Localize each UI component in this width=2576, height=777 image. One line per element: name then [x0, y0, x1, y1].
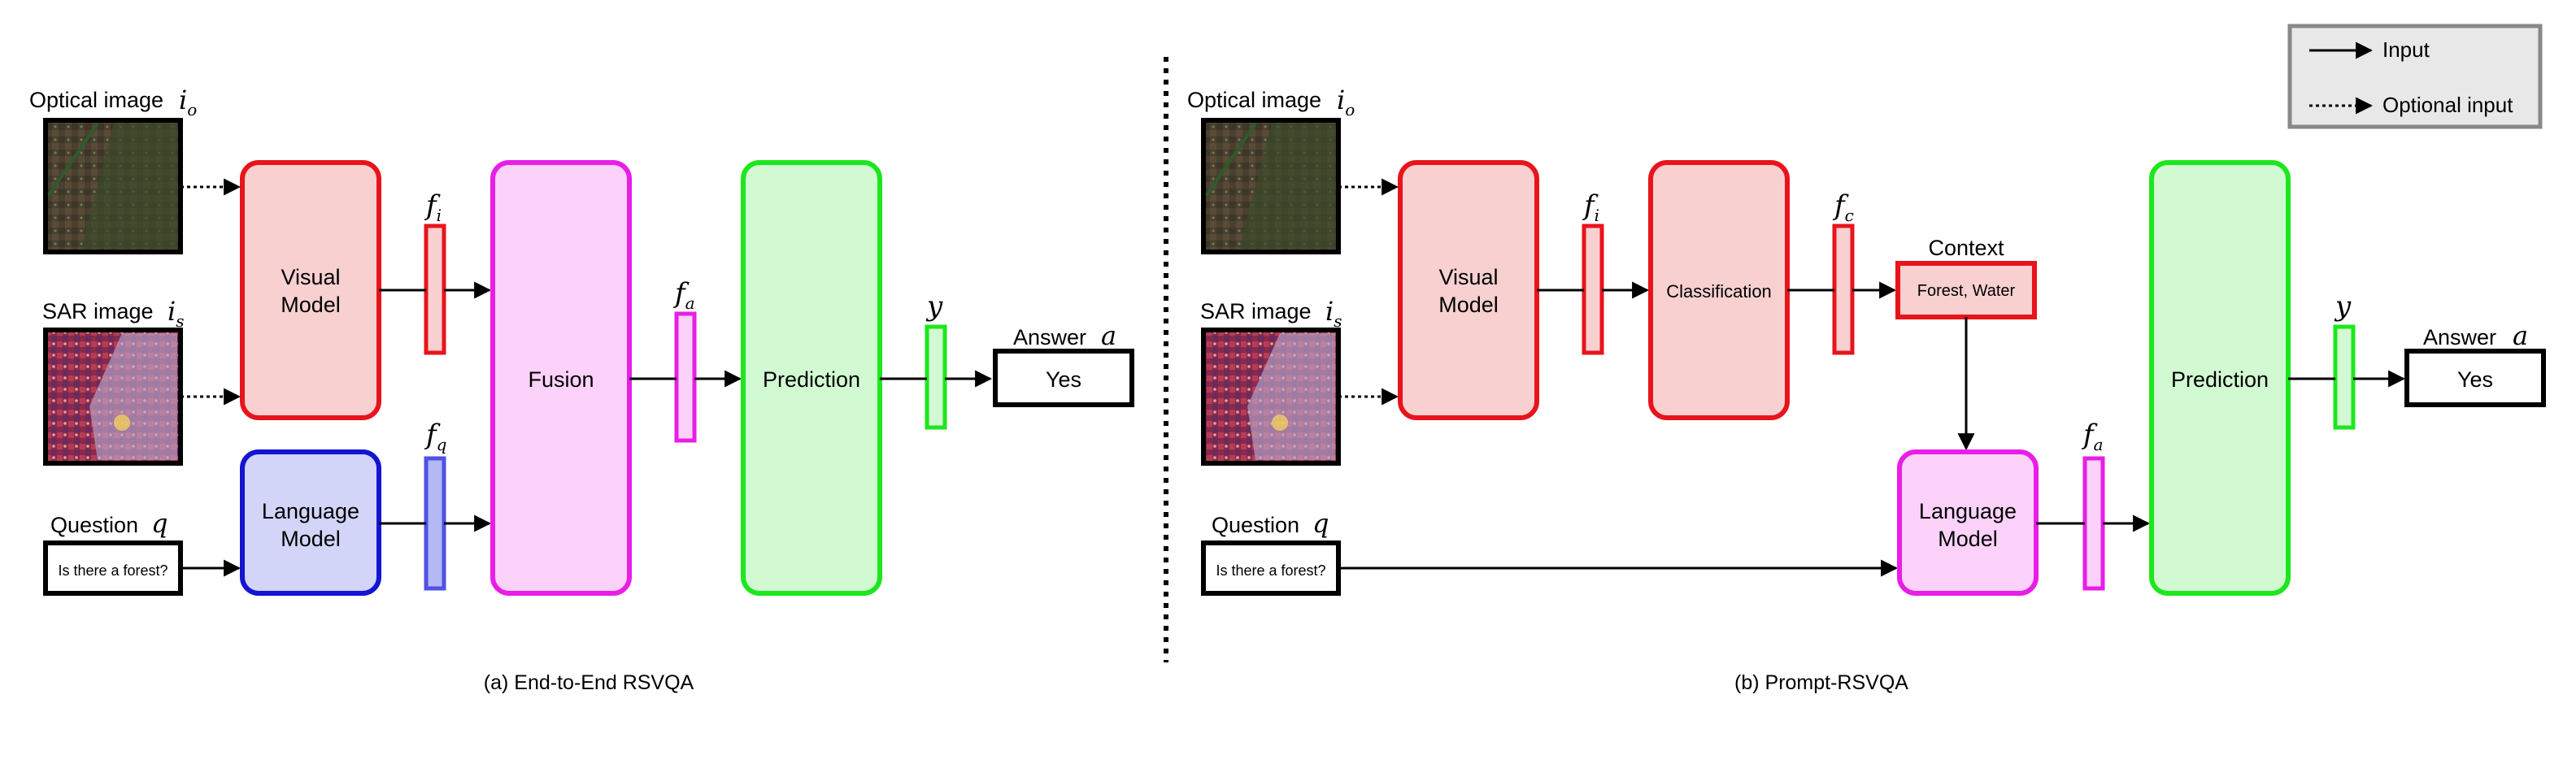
context-text: Forest, Water [1917, 282, 2016, 300]
feat-a-vector-b [2082, 456, 2105, 591]
feat-a-var-b: fa [2081, 419, 2104, 454]
caption-a: (a) End-to-End RSVQA [484, 671, 694, 694]
visual-model-label-b-2: Model [1438, 293, 1499, 317]
classification-label: Classification [1666, 281, 1772, 302]
optical-var: io [179, 85, 197, 119]
y-vector-b [2333, 324, 2356, 430]
language-model-label-1: Language [262, 499, 359, 523]
feat-q-var: fq [424, 419, 446, 454]
caption-b: (b) Prompt-RSVQA [1734, 671, 1908, 694]
optical-image-thumbnail [43, 118, 183, 254]
visual-model-label-2: Model [281, 293, 341, 317]
sar-image-label: SAR image [42, 299, 154, 323]
feat-a-vector [674, 311, 697, 443]
optical-var-b: io [1337, 85, 1355, 119]
feat-i-var-b: fi [1582, 189, 1599, 225]
fusion-label: Fusion [528, 367, 594, 392]
panel-b: Optical image io SAR image is Question q… [1187, 85, 2546, 694]
legend-dotted-label: Optional input [2382, 93, 2513, 117]
answer-text-b: Yes [2457, 367, 2493, 392]
question-label: Question [50, 513, 138, 537]
optical-image-thumbnail-b [1201, 118, 1341, 254]
legend-solid-label: Input [2382, 37, 2430, 62]
context-box [1895, 261, 2037, 319]
question-var: q [151, 508, 168, 539]
feat-a-var: fa [672, 277, 695, 313]
answer-label-b: Answer [2423, 325, 2496, 349]
visual-model-label-1: Visual [281, 265, 340, 289]
language-model-label-b-2: Model [1938, 527, 1998, 551]
legend-box [2287, 24, 2543, 129]
sar-var: is [168, 296, 185, 331]
question-label-b: Question [1212, 513, 1299, 537]
question-box-b [1201, 540, 1341, 596]
visual-model-block [240, 160, 381, 420]
legend: Input Optional input [2287, 24, 2543, 129]
prediction-label: Prediction [763, 367, 860, 392]
y-vector [925, 324, 947, 430]
y-var: y [925, 290, 943, 323]
answer-var-b: a [2513, 320, 2528, 351]
optical-image-label: Optical image [29, 88, 163, 112]
language-model-label-2: Model [281, 527, 341, 551]
answer-box-b [2404, 349, 2546, 407]
feat-i-var: fi [424, 189, 442, 225]
feat-c-vector [1832, 224, 1855, 355]
feat-q-vector [424, 456, 446, 591]
optical-image-label-b: Optical image [1187, 88, 1321, 112]
feat-i-vector-b [1582, 224, 1604, 355]
question-text-b: Is there a forest? [1216, 562, 1325, 579]
answer-label: Answer [1013, 325, 1086, 349]
context-label: Context [1928, 236, 2004, 260]
answer-var: a [1101, 320, 1116, 351]
feat-i-vector [424, 224, 446, 355]
panel-a: Optical image io SAR image is Question q… [29, 85, 1134, 694]
y-var-b: y [2334, 290, 2352, 323]
answer-text: Yes [1046, 367, 1081, 392]
sar-image-thumbnail [43, 328, 183, 466]
visual-model-label-b-1: Visual [1438, 265, 1498, 289]
prediction-label-b: Prediction [2171, 367, 2269, 392]
visual-model-block-b [1398, 160, 1539, 420]
language-model-label-b-1: Language [1919, 499, 2017, 523]
question-text: Is there a forest? [58, 562, 168, 579]
sar-image-label-b: SAR image [1200, 299, 1312, 323]
feat-c-var: fc [1832, 189, 1854, 225]
question-var-b: q [1312, 508, 1329, 539]
sar-var-b: is [1325, 296, 1342, 331]
answer-box [993, 349, 1134, 407]
sar-image-thumbnail-b [1201, 328, 1341, 466]
